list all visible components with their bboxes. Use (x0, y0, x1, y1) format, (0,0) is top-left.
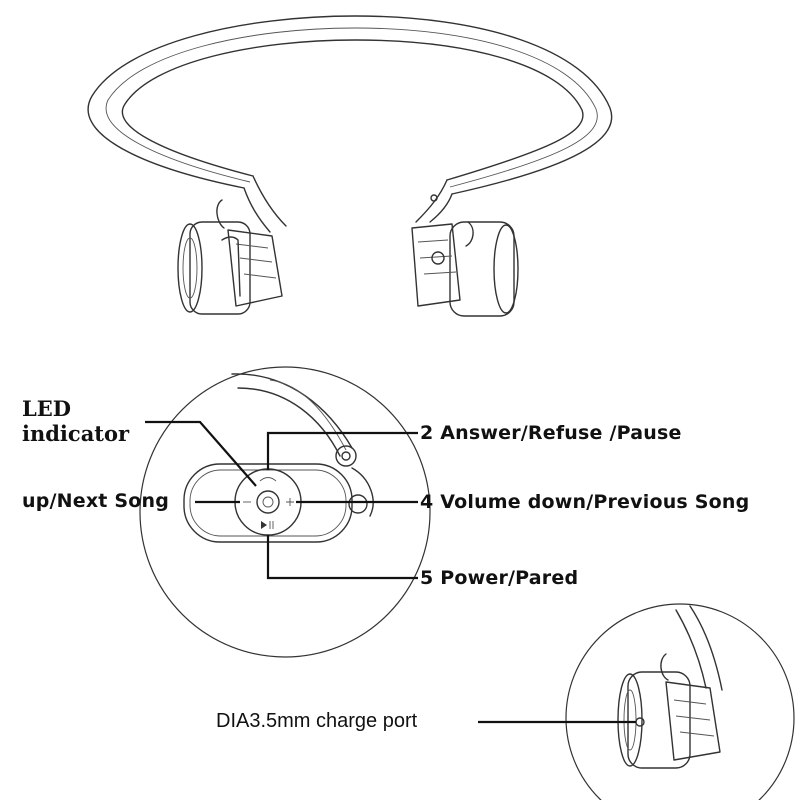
power-label: 5 Power/Pared (420, 567, 579, 589)
left-earpiece (177, 199, 283, 315)
charge-port (635, 717, 645, 727)
charge-port-zoom (478, 603, 795, 805)
led-indicator-label: LED indicator (22, 396, 129, 446)
next-song-label: up/Next Song (22, 490, 170, 512)
led-label-line2: indicator (22, 421, 130, 446)
plus-icon (286, 498, 294, 506)
volume-down-label: 4 Volume down/Previous Song (420, 491, 750, 513)
control-buttons (234, 468, 302, 536)
leader-power (266, 535, 418, 580)
right-earpiece (411, 194, 519, 317)
leader-lines (145, 420, 418, 580)
headphone-illustration (87, 15, 613, 317)
control-zoom (139, 366, 431, 658)
play-pause-icon (261, 521, 274, 529)
phone-icon (259, 477, 277, 482)
leader-answer (266, 431, 418, 470)
led-label-line1: LED (22, 396, 71, 421)
earpiece-side (627, 671, 691, 769)
leader-led (145, 420, 257, 487)
answer-label: 2 Answer/Refuse /Pause (420, 422, 682, 444)
charge-port-label: DIA3.5mm charge port (216, 710, 418, 732)
